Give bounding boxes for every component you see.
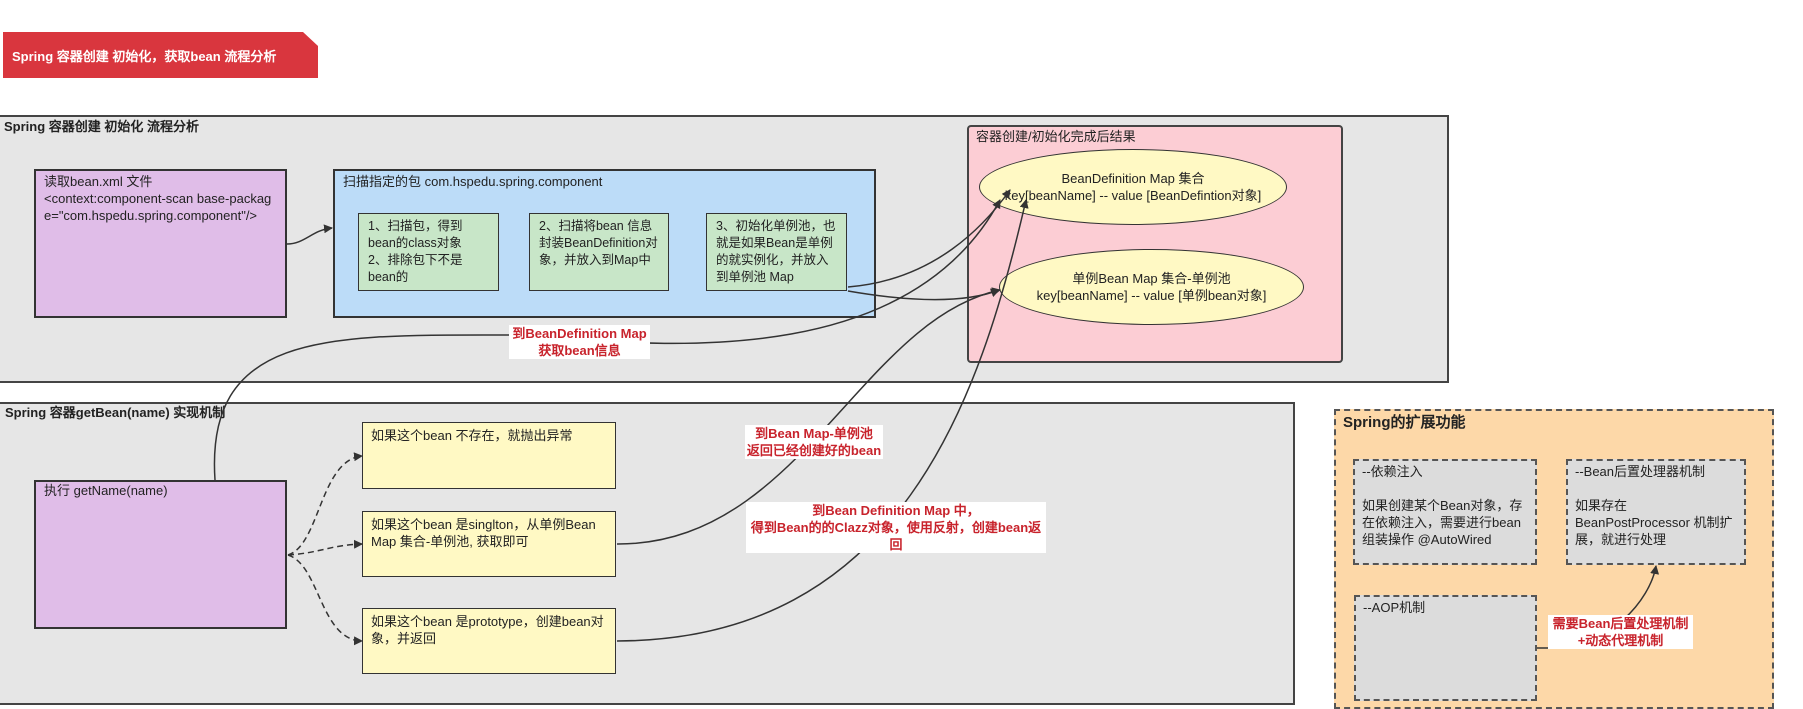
edge-label-to-bd-map: 到BeanDefinition Map 获取bean信息 [509,325,650,359]
singleton-bean-map-title: 单例Bean Map 集合-单例池 [1072,271,1231,286]
bean-definition-map-title: BeanDefinition Map 集合 [1061,171,1205,186]
dependency-injection-box[interactable]: --依赖注入 如果创建某个Bean对象，存在依赖注入，需要进行bean组装操作 … [1353,459,1537,565]
read-xml-title: 读取bean.xml 文件 [44,174,153,189]
aop-box[interactable]: --AOP机制 [1354,595,1537,701]
getbean-panel-label: Spring 容器getBean(name) 实现机制 [5,405,226,420]
case-not-exist[interactable]: 如果这个bean 不存在，就抛出异常 [362,422,616,489]
read-xml-box[interactable]: 读取bean.xml 文件 <context:component-scan ba… [34,169,287,318]
edge-label-to-singleton: 到Bean Map-单例池 返回已经创建好的bean [745,425,883,459]
scan-package-label: 扫描指定的包 com.hspedu.spring.component [343,174,603,189]
scan-step-3[interactable]: 3、初始化单例池，也就是如果Bean是单例的就实例化，并放入到单例池 Map [706,213,847,291]
singleton-bean-map-kv: key[beanName] -- value [单例bean对象] [1036,288,1267,303]
case-singleton[interactable]: 如果这个bean 是singlton，从单例Bean Map 集合-单例池, 获… [362,511,616,577]
result-panel-label: 容器创建/初始化完成后结果 [976,129,1136,144]
component-scan-text: <context:component-scan base-package="co… [44,191,272,223]
exec-getname-box[interactable]: 执行 getName(name) [34,480,287,629]
bean-definition-map-kv: key[beanName] -- value [BeanDefintion对象] [1004,188,1262,203]
page-title: Spring 容器创建 初始化，获取bean 流程分析 [3,32,318,78]
edge-label-to-create: 到Bean Definition Map 中， 得到Bean的的Clazz对象，… [746,502,1046,553]
singleton-bean-map[interactable]: 单例Bean Map 集合-单例池 key[beanName] -- value… [999,249,1304,325]
scan-step-2[interactable]: 2、扫描将bean 信息封装BeanDefinition对象，并放入到Map中 [529,213,669,291]
scan-step-1[interactable]: 1、扫描包，得到bean的class对象 2、排除包下不是bean的 [358,213,499,291]
aop-note-label: 需要Bean后置处理机制 +动态代理机制 [1548,615,1693,649]
case-prototype[interactable]: 如果这个bean 是prototype，创建bean对象，并返回 [362,608,616,674]
extension-panel-label: Spring的扩展功能 [1343,414,1466,431]
bean-definition-map[interactable]: BeanDefinition Map 集合 key[beanName] -- v… [979,149,1287,225]
bean-post-processor-box[interactable]: --Bean后置处理器机制 如果存在BeanPostProcessor 机制扩展… [1566,459,1746,565]
init-flow-panel-label: Spring 容器创建 初始化 流程分析 [4,119,200,134]
